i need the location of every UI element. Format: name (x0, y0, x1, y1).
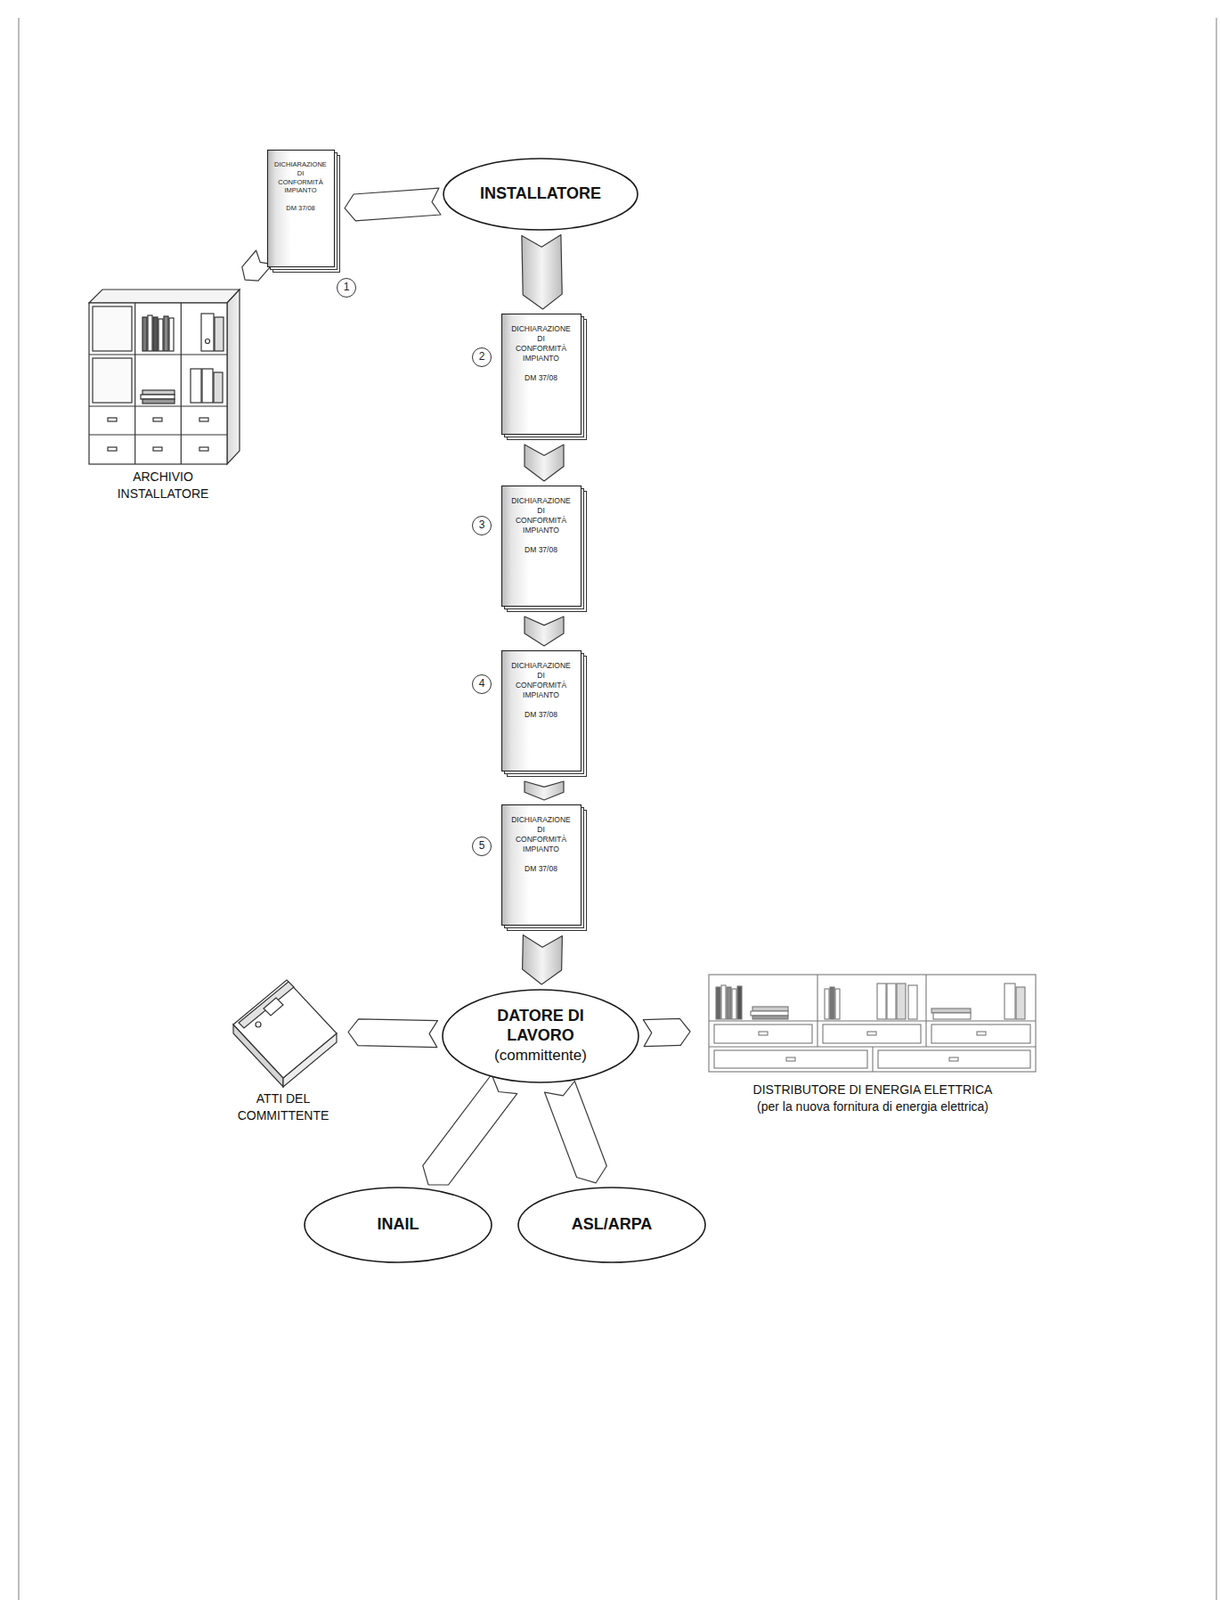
node-label: ARCHIVIO INSTALLATORE (117, 468, 210, 503)
node-label: DM 37/08 (501, 544, 581, 555)
ellipse-outline (442, 989, 639, 1082)
node-label: INSTALLATORE (479, 184, 602, 204)
node-label: DM 37/08 (501, 709, 581, 720)
node-label: DICHIARAZIONE DI CONFORMITÀ IMPIANTO (511, 814, 571, 854)
node-label: ASL/ARPA (571, 1214, 653, 1235)
chevron-arrow (524, 444, 564, 481)
node-label: DICHIARAZIONE DI CONFORMITÀ IMPIANTO (274, 160, 327, 196)
callout-number: 1 (336, 277, 357, 298)
frame-line (17, 17, 20, 1600)
node-text-group: INSTALLATORE (479, 184, 602, 204)
chevron-arrow (524, 780, 564, 800)
node-label: INAIL (377, 1214, 420, 1235)
actor-ellipse: ASL/ARPA (517, 1186, 707, 1263)
chevron-arrow (642, 1017, 691, 1046)
chevron-arrow (544, 1081, 608, 1183)
node-label: (per la nuova fornitura di energia elett… (694, 1098, 1051, 1115)
front-page (502, 314, 582, 435)
actor-ellipse: INSTALLATORE (442, 157, 639, 231)
node-text-group: DICHIARAZIONE DI CONFORMITÀ IMPIANTO DM 3… (501, 814, 581, 874)
archive-cabinet-drawing (89, 289, 240, 464)
node-text-group: DICHIARAZIONE DI CONFORMITÀ IMPIANTO DM 3… (501, 496, 581, 555)
node-text-group: DICHIARAZIONE DI CONFORMITÀ IMPIANTO DM 3… (501, 660, 581, 720)
ellipse-outline (304, 1187, 492, 1262)
node-label: DICHIARAZIONE DI CONFORMITÀ IMPIANTO (511, 324, 571, 364)
chevron-arrow (344, 187, 441, 221)
node-text-group: ASL/ARPA (571, 1214, 653, 1235)
callout-number: 2 (471, 347, 492, 367)
front-page (502, 650, 582, 772)
distributor-cabinet-drawing (708, 974, 1036, 1072)
binder-node: ATTI DEL COMMITTENTE (222, 970, 344, 1124)
document-icon: DICHIARAZIONE DI CONFORMITÀ IMPIANTO DM 3… (501, 804, 587, 931)
document-icon: DICHIARAZIONE DI CONFORMITÀ IMPIANTO DM 3… (501, 650, 587, 777)
document-icon: DICHIARAZIONE DI CONFORMITÀ IMPIANTO DM 3… (267, 149, 341, 273)
front-page (268, 150, 335, 268)
binder-drawing (233, 979, 337, 1087)
node-text-group: INAIL (377, 1214, 420, 1235)
chevron-arrow (524, 616, 564, 646)
ellipse-outline (518, 1187, 706, 1262)
callout-number: 4 (471, 674, 492, 694)
callout-number: 5 (471, 836, 492, 856)
archive-node: ARCHIVIO INSTALLATORE (80, 283, 246, 503)
document-icon: DICHIARAZIONE DI CONFORMITÀ IMPIANTO DM 3… (501, 313, 587, 440)
node-text-group: DICHIARAZIONE DI CONFORMITÀ IMPIANTO DM 3… (501, 324, 581, 383)
chevron-arrow (522, 935, 563, 985)
node-text-group: DICHIARAZIONE DI CONFORMITÀ IMPIANTO DM 3… (267, 160, 334, 213)
callout-number: 3 (471, 515, 492, 536)
chevron-arrow (348, 1018, 438, 1048)
node-text-group: ATTI DEL COMMITTENTE (222, 1089, 344, 1124)
chevron-arrow (422, 1073, 518, 1185)
node-label: DM 37/08 (501, 863, 581, 874)
node-label: (committente) (490, 1045, 591, 1066)
front-page (502, 486, 582, 607)
distributor-node: DISTRIBUTORE DI ENERGIA ELETTRICA(per la… (694, 970, 1051, 1115)
ellipse-outline (443, 158, 638, 230)
node-label: DISTRIBUTORE DI ENERGIA ELETTRICA (694, 1081, 1051, 1098)
chevron-arrow (521, 235, 562, 310)
node-label: DATORE DI LAVORO (490, 1006, 591, 1045)
node-label: DM 37/08 (267, 203, 334, 213)
node-label: DM 37/08 (501, 373, 581, 383)
node-label: ATTI DEL COMMITTENTE (222, 1089, 344, 1124)
front-page (502, 805, 582, 926)
actor-ellipse: DATORE DI LAVORO(committente) (441, 988, 640, 1083)
node-text-group: DISTRIBUTORE DI ENERGIA ELETTRICA(per la… (694, 1081, 1051, 1115)
frame-line (1215, 17, 1218, 1600)
node-text-group: ARCHIVIO INSTALLATORE (80, 468, 246, 503)
node-text-group: DATORE DI LAVORO(committente) (490, 1006, 591, 1065)
node-label: DICHIARAZIONE DI CONFORMITÀ IMPIANTO (511, 660, 571, 700)
node-label: DICHIARAZIONE DI CONFORMITÀ IMPIANTO (511, 496, 571, 536)
actor-ellipse: INAIL (303, 1186, 493, 1263)
document-icon: DICHIARAZIONE DI CONFORMITÀ IMPIANTO DM 3… (501, 485, 587, 612)
